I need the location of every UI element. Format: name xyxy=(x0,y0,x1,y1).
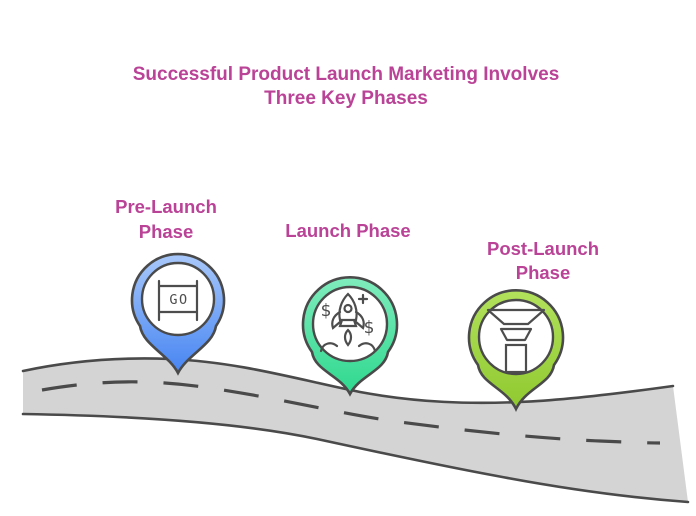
rocket-body xyxy=(338,292,358,322)
rocket-fins xyxy=(331,310,365,330)
go-sign-icon: GO xyxy=(157,279,199,322)
rocket-flame xyxy=(343,328,353,347)
road-surface xyxy=(23,358,688,502)
rocket-skirt xyxy=(338,318,358,328)
road-top-edge xyxy=(21,357,675,405)
map-pin-lime xyxy=(467,289,565,413)
phase-pre-launch: Pre-Launch Phase GO xyxy=(115,196,226,376)
dollar-sign-right: $ xyxy=(364,318,375,338)
smoke-clouds xyxy=(319,342,377,353)
phase-label-line: Phase xyxy=(139,221,194,242)
phase-label-line: Pre-Launch xyxy=(115,196,217,217)
funnel-spout xyxy=(504,343,528,374)
road-bottom-edge xyxy=(21,412,690,504)
rocket-dollars-icon: $ $ xyxy=(319,292,377,353)
go-sign-text: GO xyxy=(169,292,188,308)
road-center-dashed-line xyxy=(41,380,661,445)
funnel-middle-segment xyxy=(499,327,533,342)
plus-sparkle xyxy=(357,293,369,305)
phase-label-line: Post-Launch xyxy=(487,238,599,259)
funnel-top-segment xyxy=(486,308,546,326)
rocket-window xyxy=(343,303,353,314)
dollar-sign-left: $ xyxy=(321,301,332,321)
pin-inner-circle xyxy=(311,285,389,363)
title-line-2: Three Key Phases xyxy=(264,88,428,109)
map-pin-blue: GO xyxy=(130,252,226,376)
phase-post-launch: Post-Launch Phase xyxy=(467,238,599,413)
road xyxy=(21,357,690,504)
map-pin-green: $ $ xyxy=(301,276,399,397)
funnel-icon xyxy=(486,308,546,374)
phase-label-line: Phase xyxy=(516,262,571,283)
phase-label-line: Launch Phase xyxy=(285,220,410,241)
title-line-1: Successful Product Launch Marketing Invo… xyxy=(133,64,560,85)
page-title: Successful Product Launch Marketing Invo… xyxy=(133,64,560,109)
phase-launch: Launch Phase $ $ xyxy=(285,220,411,397)
